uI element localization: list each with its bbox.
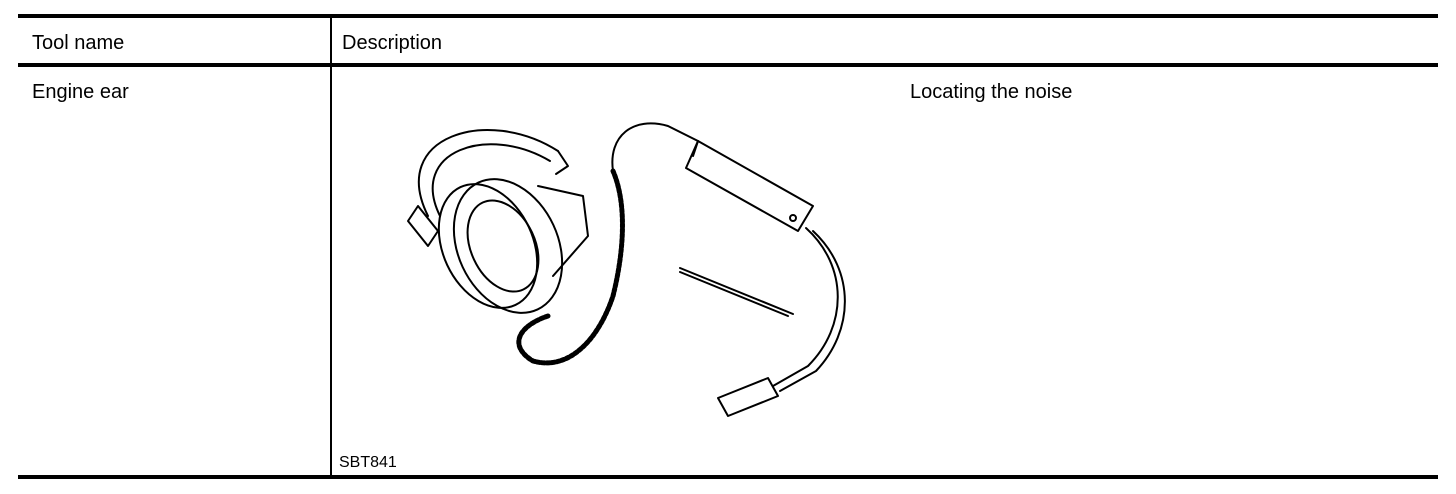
cord-upper xyxy=(611,122,699,172)
probe-rod xyxy=(679,267,794,315)
table-bottom-rule xyxy=(18,475,1438,479)
header-description: Description xyxy=(342,32,443,54)
amplifier-box xyxy=(685,140,814,232)
table-top-rule xyxy=(18,14,1438,18)
figure-code: SBT841 xyxy=(339,454,397,471)
tool-table: Tool name Description Engine ear Locatin… xyxy=(18,14,1438,482)
engine-ear-illustration xyxy=(407,122,846,417)
headband-outer xyxy=(417,129,559,217)
probe-handle xyxy=(717,377,779,417)
earcup-front xyxy=(452,178,564,314)
description-cell: Locating the noise xyxy=(910,81,1073,103)
column-divider xyxy=(330,16,332,477)
header-divider-rule xyxy=(18,63,1438,67)
header-tool-name: Tool name xyxy=(32,32,125,54)
coiled-cord xyxy=(516,168,625,366)
tool-name-cell: Engine ear xyxy=(32,81,129,103)
probe-cable xyxy=(772,227,839,387)
